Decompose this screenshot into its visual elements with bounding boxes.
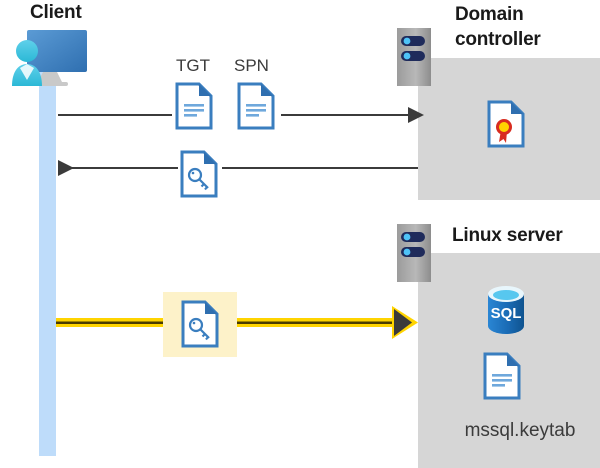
- domain-controller-title-line2: controller: [455, 29, 541, 50]
- domain-controller-title-line1: Domain: [455, 4, 524, 25]
- document-icon: [237, 82, 275, 130]
- domain-controller-title: Domain controller: [455, 2, 595, 52]
- client-lifeline: [39, 72, 56, 456]
- spn-label: SPN: [234, 56, 269, 75]
- sql-label: SQL: [491, 305, 522, 322]
- document-icon: [483, 352, 521, 400]
- client-workstation-icon: [12, 30, 87, 86]
- document-icon: [175, 82, 213, 130]
- key-document-icon: [181, 300, 219, 348]
- key-document-icon: [180, 150, 218, 198]
- server-rack-icon: [397, 224, 431, 282]
- client-title: Client: [30, 2, 82, 23]
- linux-server-title: Linux server: [452, 225, 563, 246]
- server-rack-icon: [397, 28, 431, 86]
- sql-database-icon: SQL: [488, 286, 524, 334]
- tgt-label: TGT: [176, 56, 210, 75]
- certificate-document-icon: [487, 100, 525, 148]
- keytab-filename-label: mssql.keytab: [464, 420, 576, 441]
- yellow-arrowhead: [392, 306, 418, 339]
